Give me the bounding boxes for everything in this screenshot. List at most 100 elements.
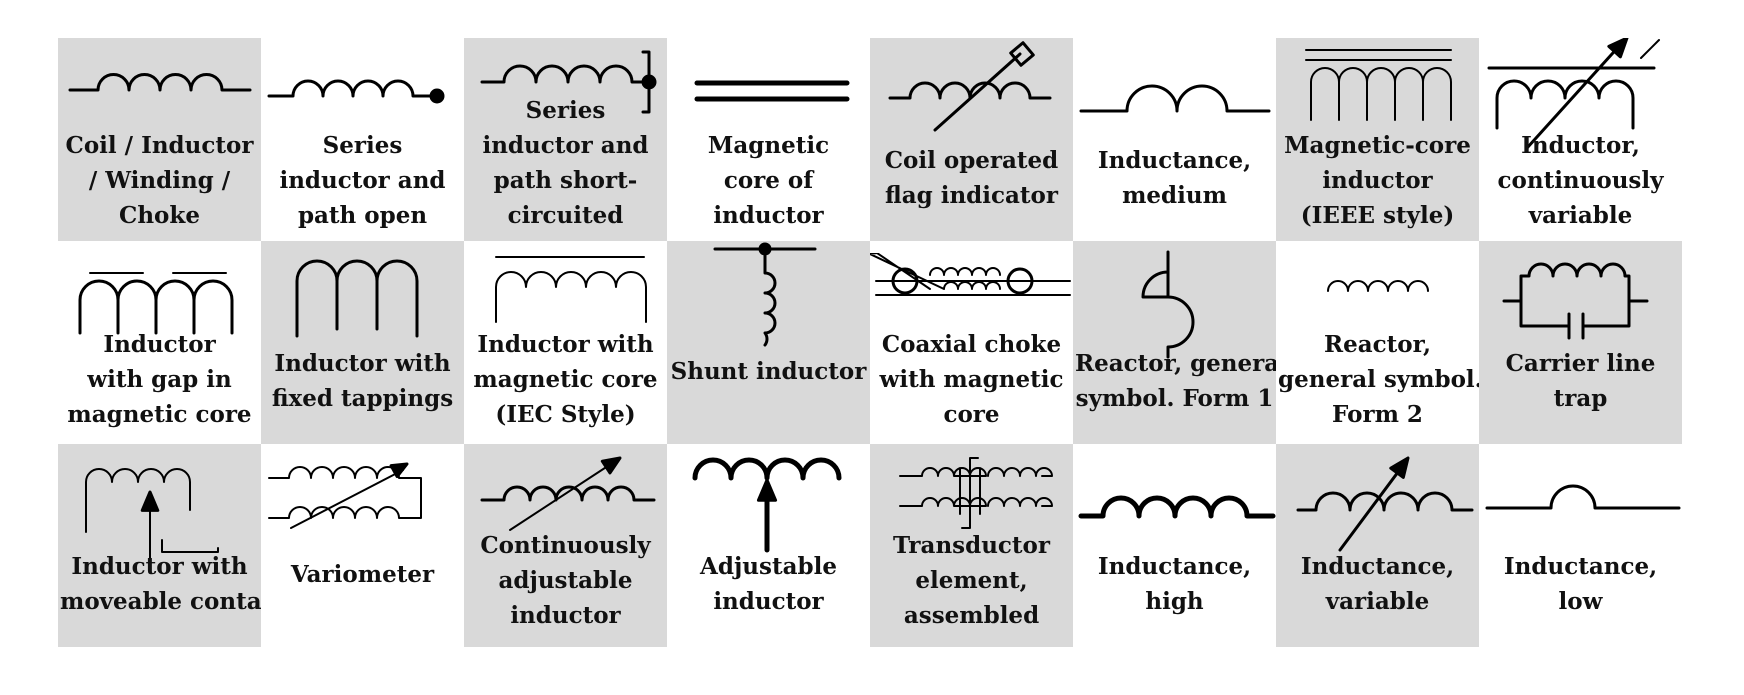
symbol-cell: Reactor, general symbol. Form 2 — [1276, 241, 1479, 444]
symbol-label-line: Series — [322, 131, 403, 159]
symbol-label-line: variable — [1528, 201, 1633, 229]
symbol-label-line: Reactor, — [1323, 330, 1432, 358]
symbol-label-line: Inductor, — [1521, 131, 1640, 159]
symbol-label: Coil / Inductor / Winding / Choke — [60, 128, 259, 233]
symbol-label-line: Inductor — [103, 330, 216, 358]
symbol-label: Magnetic core of inductor — [669, 128, 868, 233]
series-inductor-open-icon — [267, 79, 445, 104]
symbol-cell: Magnetic core of inductor — [667, 38, 870, 241]
symbol-label-line: inductor — [1322, 166, 1433, 194]
shunt-inductor-icon — [713, 242, 817, 347]
symbol-cell: Variometer — [261, 444, 464, 647]
symbol-label-line: Coil / Inductor — [65, 131, 254, 159]
symbol-cell: Inductance, medium — [1073, 38, 1276, 241]
symbol-label-line: Carrier line — [1505, 350, 1656, 377]
symbol-cell: Magnetic-core inductor (IEEE style) — [1276, 38, 1479, 241]
symbol-label-line: inductor — [713, 201, 824, 229]
symbol-label-line: low — [1558, 588, 1603, 615]
symbol-label: Adjustable inductor — [669, 549, 868, 619]
magnetic-core-inductor-ieee-icon — [1305, 49, 1452, 121]
symbol-label-line: Magnetic-core — [1284, 131, 1471, 159]
symbol-label-line: (IEEE style) — [1300, 201, 1455, 229]
inductor-fixed-tappings-icon — [295, 259, 419, 338]
series-inductor-shorted-icon — [480, 50, 657, 114]
symbol-label-line: Adjustable — [700, 553, 837, 580]
inductor-gap-core-icon — [78, 272, 234, 335]
symbol-label-line: Choke — [119, 201, 200, 229]
symbol-label-line: Transductor — [892, 531, 1051, 559]
symbol-label-line: Magnetic — [707, 131, 830, 159]
symbol-cell: Adjustable inductor — [667, 444, 870, 647]
symbol-label-line: Inductor with — [71, 553, 248, 580]
symbol-label-line: with gap in — [87, 365, 232, 393]
coaxial-choke-icon — [870, 253, 1071, 296]
symbol-label-line: Inductor with — [274, 350, 451, 377]
symbol-label-line: flag indicator — [885, 182, 1058, 209]
inductance-high-icon — [1078, 495, 1276, 519]
symbol-label-line: path short- — [493, 167, 638, 194]
symbol-label-line: core of — [723, 166, 814, 194]
symbol-cell: Carrier line trap — [1479, 241, 1682, 444]
symbol-label-line: general symbol. — [1278, 365, 1479, 393]
symbol-label-line: medium — [1122, 182, 1227, 209]
symbol-cell: Inductance, variable — [1276, 444, 1479, 647]
symbol-label-line: Form 2 — [1332, 400, 1423, 428]
symbol-label: Magnetic-core inductor (IEEE style) — [1278, 128, 1477, 233]
symbol-cell: Coil / Inductor / Winding / Choke — [58, 38, 261, 241]
reactor-form1-icon — [1141, 250, 1195, 359]
symbol-label-line: adjustable — [498, 566, 633, 594]
symbol-label-line: magnetic core — [473, 365, 658, 393]
symbol-label-line: trap — [1553, 385, 1608, 412]
symbol-label-line: with magnetic — [879, 365, 1064, 393]
transductor-element-icon — [899, 457, 1053, 529]
symbol-label-line: circuited — [507, 202, 624, 229]
symbol-label-line: Inductance, — [1300, 553, 1455, 580]
symbol-label-line: variable — [1325, 588, 1430, 615]
symbol-label: Variometer — [263, 557, 462, 592]
symbol-label: Inductance, variable — [1278, 549, 1477, 619]
symbol-label-line: Inductance, — [1097, 147, 1252, 174]
symbol-label-line: / Winding / — [88, 166, 231, 194]
symbol-label-line: fixed tappings — [271, 385, 454, 412]
symbol-label-line: Reactor, general — [1075, 350, 1276, 377]
inductance-medium-icon — [1079, 84, 1271, 113]
symbol-label: Inductor with fixed tappings — [263, 346, 462, 416]
symbol-label-line: Inductance, — [1503, 553, 1658, 580]
continuously-adjustable-inductor-icon — [480, 456, 656, 531]
symbol-label: Shunt inductor — [669, 354, 868, 389]
inductor-moveable-contact-icon — [85, 468, 219, 571]
symbol-label-line: path open — [297, 201, 428, 229]
symbol-label-line: inductor — [713, 588, 824, 615]
symbol-label: Carrier line trap — [1481, 346, 1680, 416]
coil-icon — [68, 73, 252, 92]
symbol-cell: Shunt inductor — [667, 241, 870, 444]
coil-flag-indicator-icon — [888, 41, 1052, 132]
symbol-label-line: assembled — [903, 601, 1040, 629]
symbol-label: Inductance, medium — [1075, 143, 1274, 213]
inductor-continuously-variable-icon — [1487, 38, 1660, 150]
variometer-icon — [268, 462, 422, 529]
symbol-cell: Inductance, low — [1479, 444, 1682, 647]
symbol-label-line: Inductance, — [1097, 553, 1252, 580]
symbol-label: Inductance,high — [1075, 549, 1274, 619]
symbol-label-line: Shunt inductor — [670, 357, 867, 385]
adjustable-inductor-icon — [692, 457, 842, 553]
symbol-label-line: (IEC Style) — [495, 400, 636, 428]
